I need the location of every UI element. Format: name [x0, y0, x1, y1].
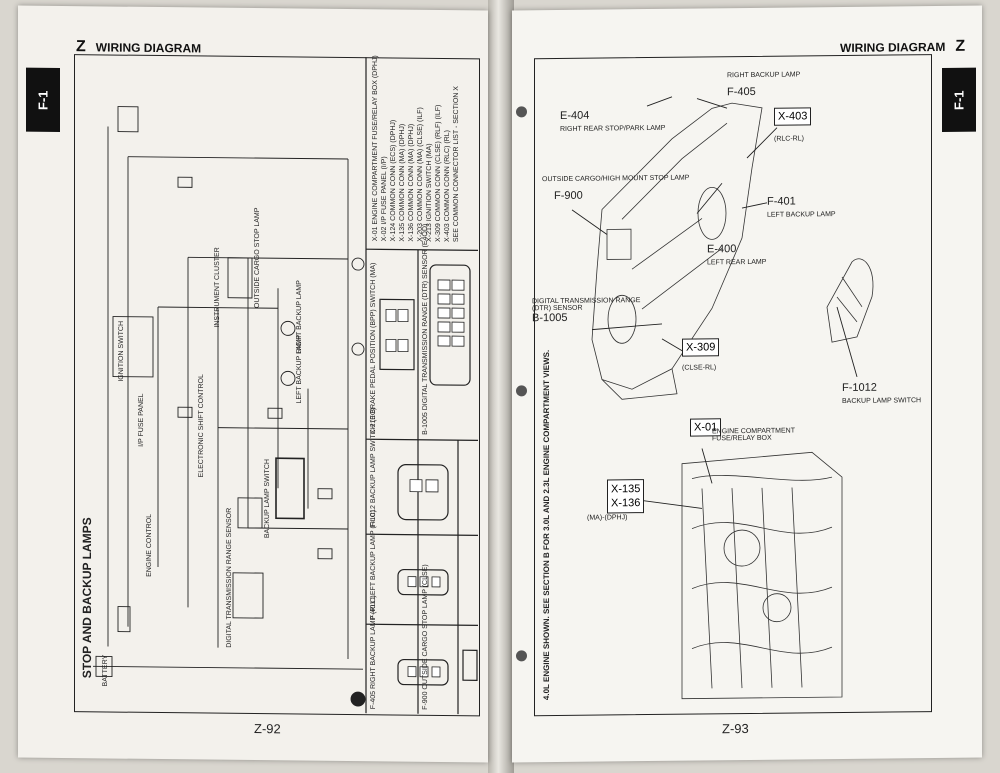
diagram-label-cargo-lamp: OUTSIDE CARGO STOP LAMP: [254, 207, 261, 309]
diagram-label-cluster: INSTRUMENT CLUSTER: [214, 247, 221, 328]
legend-line: X-136 COMMON CONN (MA) (DPHJ): [408, 123, 415, 242]
legend-line: X-403 COMMON CONN (RLC) (RL): [444, 129, 451, 243]
part-desc: LEFT REAR LAMP: [707, 258, 767, 267]
diagram-label-shift-control: ELECTRONIC SHIFT CONTROL: [198, 374, 205, 478]
part-desc: RIGHT REAR STOP/PARK LAMP: [560, 124, 666, 133]
page-number-right: Z-93: [722, 720, 749, 737]
part-code-f405: F-405: [727, 85, 756, 99]
callout-note: (RLC-RL): [774, 135, 804, 143]
book-spine: [488, 0, 514, 773]
connector-caption: F-900 OUTSIDE CARGO STOP LAMP (CLSE): [422, 564, 429, 710]
diagram-label-ignition: IGNITION SWITCH: [118, 320, 125, 382]
page-number-left: Z-92: [254, 721, 281, 737]
schematic-lines: [93, 57, 478, 715]
part-desc: BACKUP LAMP SWITCH: [842, 397, 922, 406]
legend-line: SEE COMMON CONNECTOR LIST - SECTION X: [453, 86, 460, 243]
vehicle-illustration: [571, 96, 874, 700]
diagram-label-right-backup: RIGHT BACKUP LAMP: [296, 280, 303, 354]
legend-line: X-124 COMMON CONN (ECS) (DPHJ): [390, 119, 397, 242]
diagram-label-engine-control: ENGINE CONTROL: [146, 513, 153, 577]
part-code-f1012: F-1012: [842, 381, 877, 395]
callout-x403: X-403: [774, 107, 812, 126]
connector-caption: B-1005 DIGITAL TRANSMISSION RANGE (DTR) …: [422, 223, 429, 435]
part-code-f900: F-900: [554, 189, 583, 203]
diagram-label-backup-switch: BACKUP LAMP SWITCH: [264, 459, 271, 539]
part-code-b1005: B-1005: [532, 311, 568, 325]
section-title: STOP AND BACKUP LAMPS: [80, 517, 94, 679]
callout-x309: X-309: [682, 338, 720, 357]
legend-line: X-309 COMMON CONN (CLSE) (RLF) (ILF): [435, 104, 442, 242]
callout-note: ENGINE COMPARTMENT FUSE/RELAY BOX: [712, 427, 795, 443]
legend-line: X-135 COMMON CONN (MA) (DPHJ): [399, 123, 406, 242]
callout-note: (MA)-(DPHJ): [587, 514, 628, 522]
diagram-label-battery: BATTERY: [102, 654, 109, 687]
part-desc: RIGHT BACKUP LAMP: [727, 71, 801, 80]
diagram-label-fuse-panel: I/P FUSE PANEL: [138, 393, 145, 447]
legend-line: X-01 ENGINE COMPARTMENT FUSE/RELAY BOX (…: [372, 55, 379, 242]
legend-line: X-203 COMMON CONN (MA) (CLSE) (ILF): [417, 107, 424, 242]
legend-line: X-02 I/P FUSE PANEL (I/P): [381, 156, 388, 242]
part-desc: LEFT BACKUP LAMP: [767, 211, 836, 219]
part-code-e404: E-404: [560, 109, 590, 122]
diagram-label-dtr: DIGITAL TRANSMISSION RANGE SENSOR: [226, 507, 233, 648]
callout-note: (CLSE-RL): [682, 364, 717, 372]
engine-view-note: 4.0L ENGINE SHOWN. SEE SECTION B FOR 3.0…: [542, 349, 551, 701]
part-code-e400: E-400: [707, 243, 737, 256]
connector-caption: F-405 RIGHT BACKUP LAMP (RLC): [370, 595, 377, 710]
part-desc: DIGITAL TRANSMISSION RANGE (DTR) SENSOR: [532, 297, 641, 313]
part-code-f401: F-401: [767, 195, 796, 208]
